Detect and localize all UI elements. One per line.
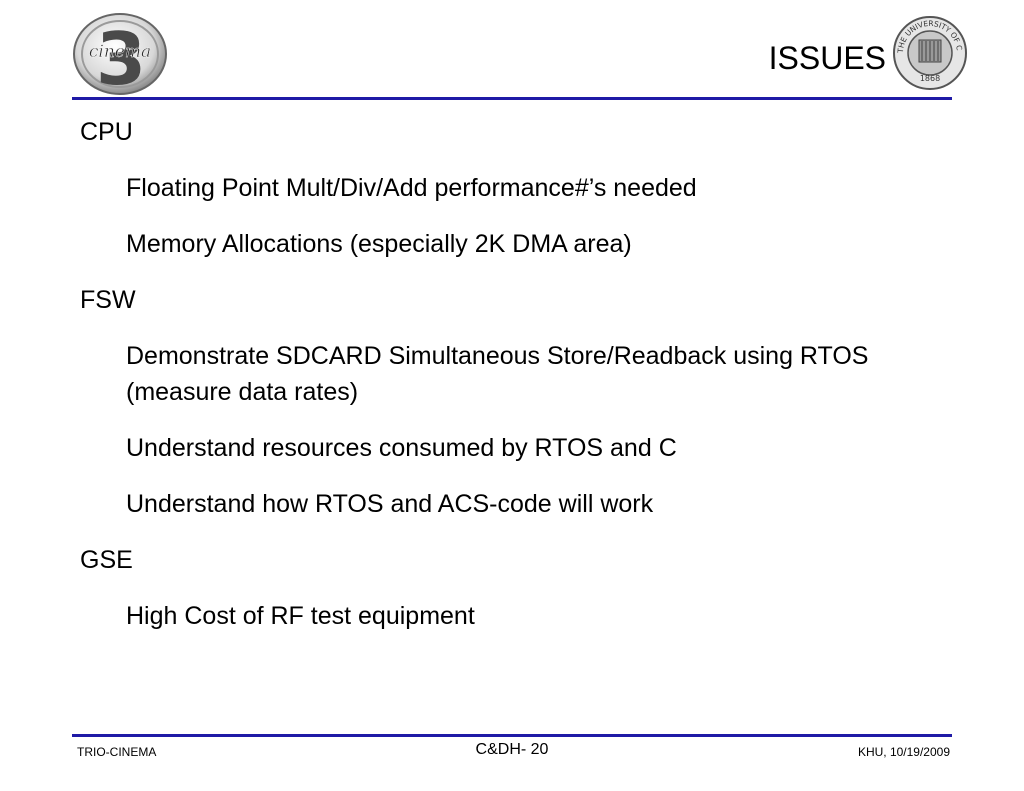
footer-date: KHU, 10/19/2009 bbox=[857, 745, 950, 759]
slide-title: ISSUES bbox=[768, 40, 886, 76]
footer-left-label: TRIO-CINEMA bbox=[77, 745, 157, 759]
seal-year: 1868 bbox=[920, 74, 940, 83]
section-item: Memory Allocations (especially 2K DMA ar… bbox=[126, 230, 632, 258]
section-item: Floating Point Mult/Div/Add performance#… bbox=[126, 174, 697, 202]
slide-content: CPU Floating Point Mult/Div/Add performan… bbox=[80, 114, 960, 654]
cinema-logo: 3 cinema bbox=[72, 12, 168, 101]
section-heading: FSW bbox=[80, 286, 136, 314]
slide-number: C&DH- 20 bbox=[475, 741, 549, 758]
section-item: Understand resources consumed by RTOS an… bbox=[126, 434, 677, 462]
university-of-california-seal-icon: THE UNIVERSITY OF CALIFORNIA 1868 bbox=[889, 7, 967, 90]
header-divider bbox=[72, 97, 952, 100]
university-seal: THE UNIVERSITY OF CALIFORNIA 1868 bbox=[889, 7, 968, 92]
cinema-logo-text: cinema bbox=[89, 42, 151, 62]
section-item: High Cost of RF test equipment bbox=[126, 602, 475, 630]
section-item: Understand how RTOS and ACS-code will wo… bbox=[126, 490, 654, 518]
cinema-3-logo-icon: 3 cinema bbox=[73, 13, 167, 101]
footer-divider bbox=[72, 734, 952, 737]
section-item: Demonstrate SDCARD Simultaneous Store/Re… bbox=[126, 342, 869, 406]
cinema-logo-numeral: 3 bbox=[96, 17, 146, 96]
section-heading: CPU bbox=[80, 118, 133, 146]
section-heading: GSE bbox=[80, 546, 133, 574]
